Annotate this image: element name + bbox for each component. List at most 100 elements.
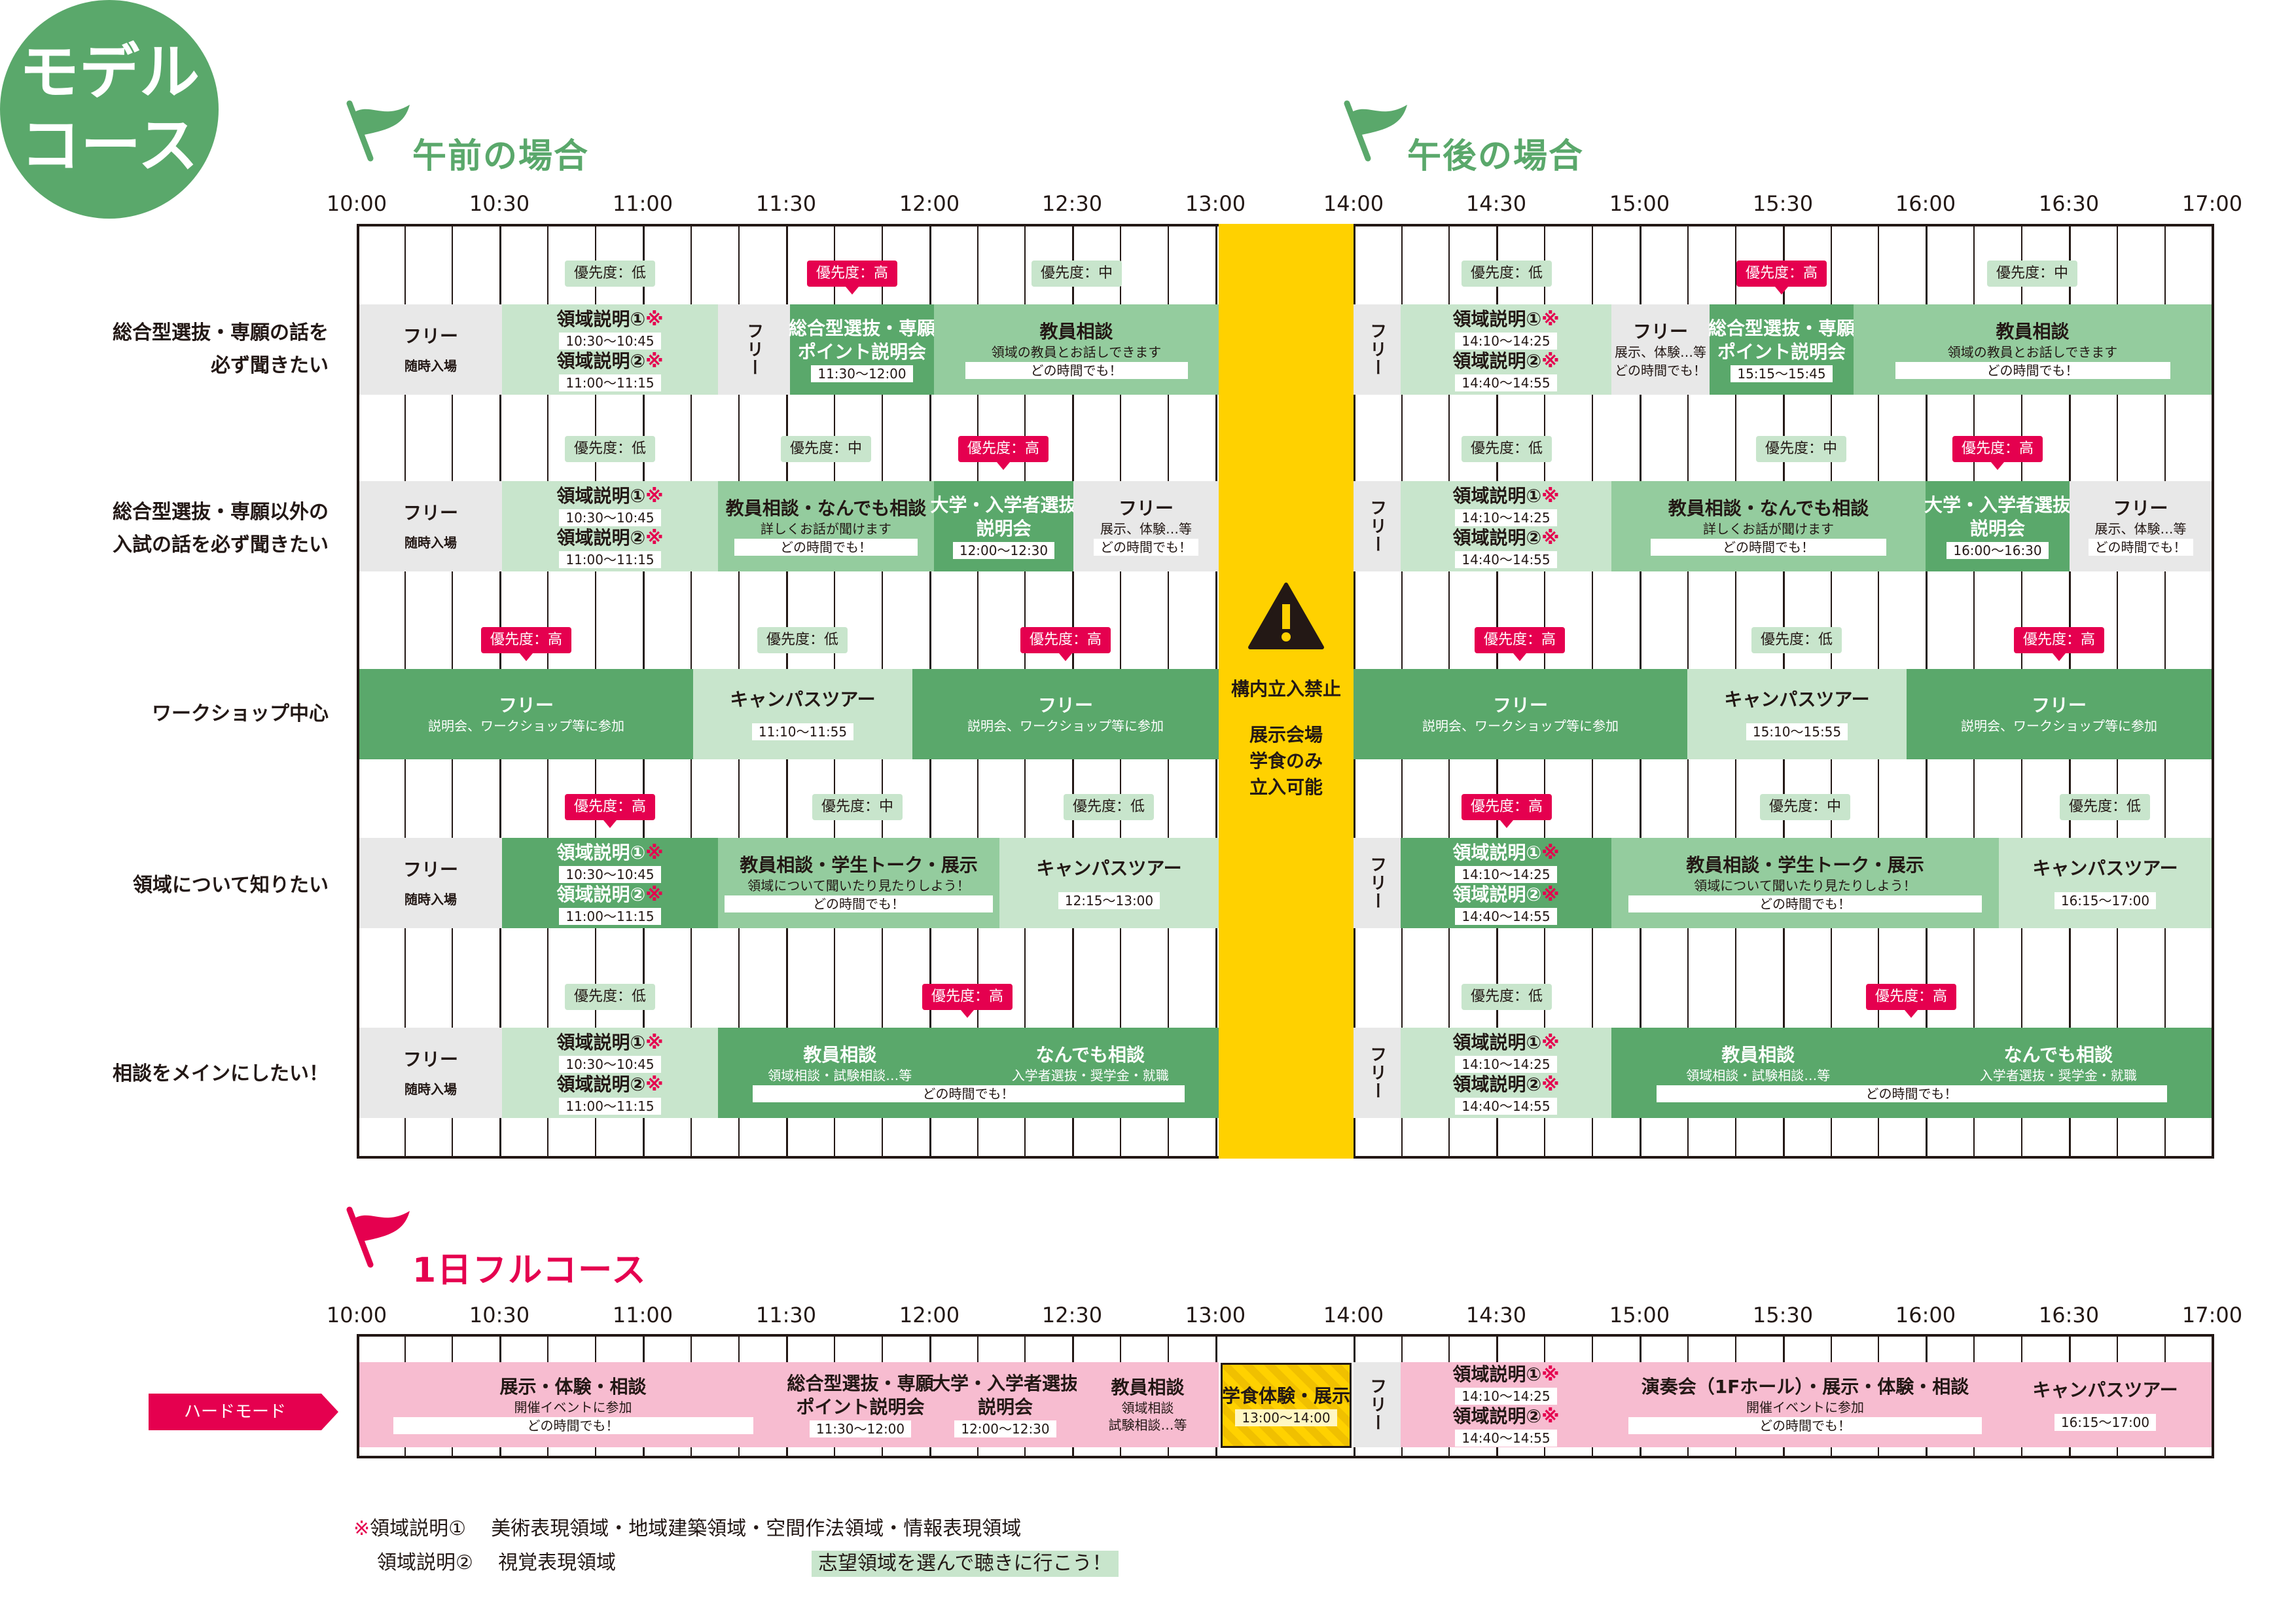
r4-prio-low-pm: 優先度：低 bbox=[2059, 794, 2151, 820]
r1-kyoin-pm: 教員相談領域の教員とお話しできますどの時間でも！ bbox=[1854, 304, 2212, 395]
grid-line bbox=[357, 1337, 359, 1456]
time-tick: 14:30 bbox=[1465, 1303, 1527, 1327]
full-ensokai: 演奏会（1Fホール）・展示・体験・相談開催イベントに参加どの時間でも！ bbox=[1611, 1362, 1999, 1447]
r2-nandemo-am: 教員相談・なんでも相談詳しくお話が聞けますどの時間でも！ bbox=[718, 481, 934, 571]
flag-icon-pm bbox=[1344, 100, 1407, 162]
time-tick: 15:00 bbox=[1609, 191, 1670, 216]
r3-prio-low-pm: 優先度：低 bbox=[1751, 627, 1842, 653]
time-tick: 16:30 bbox=[2038, 1303, 2100, 1327]
lunch-break-column: 構内立入禁止 展示会場 学食のみ 立入可能 bbox=[1219, 224, 1354, 1159]
r1-free-narrow-pm: フリー bbox=[1354, 304, 1401, 395]
time-tick: 10:00 bbox=[326, 1303, 387, 1327]
r4-prio-mid-pm: 優先度：中 bbox=[1759, 794, 1851, 820]
time-tick: 11:30 bbox=[755, 1303, 817, 1327]
r5-kyoin-am: 教員相談領域相談・試験相談…等 なんでも相談入学者選抜・奨学金・就職 どの時間で… bbox=[718, 1028, 1219, 1118]
section-title-full: 1日フルコース bbox=[412, 1251, 647, 1290]
hard-mode-tag: ハードモード bbox=[149, 1394, 338, 1430]
r2-prio-high-am: 優先度：高 bbox=[958, 436, 1049, 470]
r2-free-exhibit-am: フリー展示、体験…等どの時間でも！ bbox=[1073, 481, 1219, 571]
row-label-1: 総合型選抜・専願の話を必ず聞きたい bbox=[113, 321, 329, 377]
r3-prio-high-1: 優先度：高 bbox=[480, 627, 572, 661]
note-2: 領域説明② 視覚表現領域 bbox=[377, 1551, 617, 1574]
full-ryoiki: 領域説明①※14:10～14:25 領域説明②※14:40～14:55 bbox=[1401, 1362, 1611, 1447]
r1-free-exhibit-pm: フリー展示、体験…等どの時間でも！ bbox=[1611, 304, 1710, 395]
r5-ryoiki-pm: 領域説明①※14:10～14:25 領域説明②※14:40～14:55 bbox=[1401, 1028, 1611, 1118]
row-label-3: ワークショップ中心 bbox=[152, 702, 329, 725]
lunch-line4: 立入可能 bbox=[1249, 776, 1323, 798]
time-tick: 15:30 bbox=[1752, 191, 1814, 216]
r3-free-ws-1: フリー説明会、ワークショップ等に参加 bbox=[359, 669, 693, 759]
time-tick: 10:00 bbox=[326, 191, 387, 216]
time-tick: 13:00 bbox=[1185, 1303, 1246, 1327]
r3-free-ws-3: フリー説明会、ワークショップ等に参加 bbox=[1354, 669, 1687, 759]
full-free-narrow: フリー bbox=[1354, 1362, 1401, 1447]
r4-prio-high-pm: 優先度：高 bbox=[1461, 794, 1552, 828]
time-tick: 16:00 bbox=[1895, 1303, 1956, 1327]
r5-prio-low-pm: 優先度：低 bbox=[1461, 984, 1552, 1010]
r5-free-narrow-pm: フリー bbox=[1354, 1028, 1401, 1118]
r2-ryoiki-pm: 領域説明①※14:10～14:25 領域説明②※14:40～14:55 bbox=[1401, 481, 1611, 571]
time-tick: 12:00 bbox=[899, 1303, 960, 1327]
r2-nandemo-pm: 教員相談・なんでも相談詳しくお話が聞けますどの時間でも！ bbox=[1611, 481, 1926, 571]
r4-prio-high-am: 優先度：高 bbox=[564, 794, 656, 828]
r5-prio-high-am: 優先度：高 bbox=[922, 984, 1013, 1018]
r4-free-narrow-pm: フリー bbox=[1354, 838, 1401, 928]
time-tick: 10:30 bbox=[469, 191, 530, 216]
r5-prio-high-pm: 優先度：高 bbox=[1865, 984, 1957, 1018]
tip-text: 志望領域を選んで聴きに行こう！ bbox=[812, 1551, 1119, 1577]
time-tick: 14:00 bbox=[1323, 1303, 1384, 1327]
r2-free-am: フリー随時入場 bbox=[359, 481, 502, 571]
time-tick: 13:00 bbox=[1185, 191, 1246, 216]
full-tenji: 展示・体験・相談開催イベントに参加どの時間でも！ bbox=[359, 1362, 787, 1447]
note-1: ※領域説明① 美術表現領域・地域建築領域・空間作法領域・情報表現領域 bbox=[353, 1517, 1022, 1540]
time-tick: 15:30 bbox=[1752, 1303, 1814, 1327]
r1-prio-mid-pm: 優先度：中 bbox=[1986, 261, 2078, 287]
grid-line bbox=[357, 226, 359, 1156]
r2-prio-mid-am: 優先度：中 bbox=[780, 436, 872, 462]
time-tick: 16:30 bbox=[2038, 191, 2100, 216]
warning-icon bbox=[1248, 583, 1324, 649]
r3-free-ws-4: フリー説明会、ワークショップ等に参加 bbox=[1907, 669, 2212, 759]
r1-prio-high-pm: 優先度：高 bbox=[1736, 261, 1827, 295]
r1-ryoiki-pm: 領域説明①※14:10～14:25 領域説明②※14:40～14:55 bbox=[1401, 304, 1611, 395]
section-title-am: 午前の場合 bbox=[412, 137, 590, 176]
r4-gakusei-am: 教員相談・学生トーク・展示領域について聞いたり見たりしよう！どの時間でも！ bbox=[718, 838, 999, 928]
r2-free-exhibit-pm: フリー展示、体験…等どの時間でも！ bbox=[2070, 481, 2212, 571]
time-tick: 14:30 bbox=[1465, 191, 1527, 216]
r5-kyoin-pm: 教員相談領域相談・試験相談…等 なんでも相談入学者選抜・奨学金・就職 どの時間で… bbox=[1611, 1028, 2212, 1118]
time-tick: 12:00 bbox=[899, 191, 960, 216]
r2-ryoiki-am: 領域説明①※10:30～10:45 領域説明②※11:00～11:15 bbox=[502, 481, 718, 571]
lunch-line1: 構内立入禁止 bbox=[1230, 678, 1341, 700]
time-tick: 16:00 bbox=[1895, 191, 1956, 216]
r2-prio-high-pm: 優先度：高 bbox=[1952, 436, 2043, 470]
r2-free-narrow-pm: フリー bbox=[1354, 481, 1401, 571]
r1-ryoiki-am: 領域説明①※10:30～10:45 領域説明②※11:00～11:15 bbox=[502, 304, 718, 395]
r4-gakusei-pm: 教員相談・学生トーク・展示領域について聞いたり見たりしよう！どの時間でも！ bbox=[1611, 838, 1999, 928]
flag-icon-full bbox=[346, 1206, 410, 1268]
row-label-4: 領域について知りたい bbox=[132, 874, 329, 897]
flag-icon-am bbox=[346, 100, 410, 162]
time-tick: 17:00 bbox=[2181, 191, 2243, 216]
r5-ryoiki-am: 領域説明①※10:30～10:45 領域説明②※11:00～11:15 bbox=[502, 1028, 718, 1118]
badge-line2: コース bbox=[20, 111, 198, 181]
time-tick: 11:30 bbox=[755, 191, 817, 216]
r1-prio-high-am: 優先度：高 bbox=[806, 261, 898, 295]
time-tick: 14:00 bbox=[1323, 191, 1384, 216]
lunch-line2: 展示会場 bbox=[1249, 724, 1323, 746]
r1-free-am: フリー随時入場 bbox=[359, 304, 502, 395]
grid-line bbox=[2212, 226, 2214, 1156]
r5-free-am: フリー随時入場 bbox=[359, 1028, 502, 1118]
grid-line bbox=[2212, 1337, 2214, 1456]
r4-prio-low-am: 優先度：低 bbox=[1063, 794, 1155, 820]
r2-prio-low-pm: 優先度：低 bbox=[1461, 436, 1552, 462]
time-tick: 12:30 bbox=[1041, 191, 1103, 216]
r1-free-narrow-am: フリー bbox=[718, 304, 790, 395]
